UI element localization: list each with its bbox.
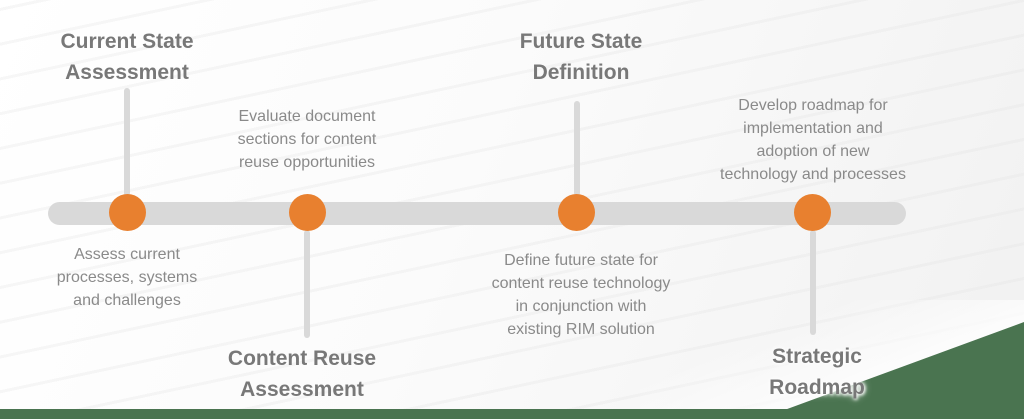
milestone-description-1: Assess current processes, systems and ch… (56, 246, 198, 309)
timeline-track (48, 202, 906, 225)
connector-line-3 (574, 101, 580, 196)
milestone-dot-4 (794, 194, 831, 231)
milestone-description-4: Develop roadmap for implementation and a… (720, 97, 906, 183)
green-accent-strip (0, 409, 1024, 419)
milestone-dot-1 (109, 194, 146, 231)
connector-line-1 (124, 88, 130, 196)
milestone-dot-2 (289, 194, 326, 231)
milestone-title-content-reuse-assessment: Content Reuse Assessment (227, 347, 377, 401)
milestone-description-3: Define future state for content reuse te… (491, 252, 671, 338)
milestone-description-2: Evaluate document sections for content r… (237, 108, 377, 171)
milestone-title-future-state-definition: Future State Definition (519, 30, 643, 84)
milestone-dot-3 (558, 194, 595, 231)
milestone-title-strategic-roadmap: Strategic Roadmap (769, 345, 865, 399)
connector-line-2 (304, 230, 310, 338)
connector-line-4 (810, 230, 816, 335)
milestone-title-current-state-assessment: Current State Assessment (60, 30, 194, 84)
